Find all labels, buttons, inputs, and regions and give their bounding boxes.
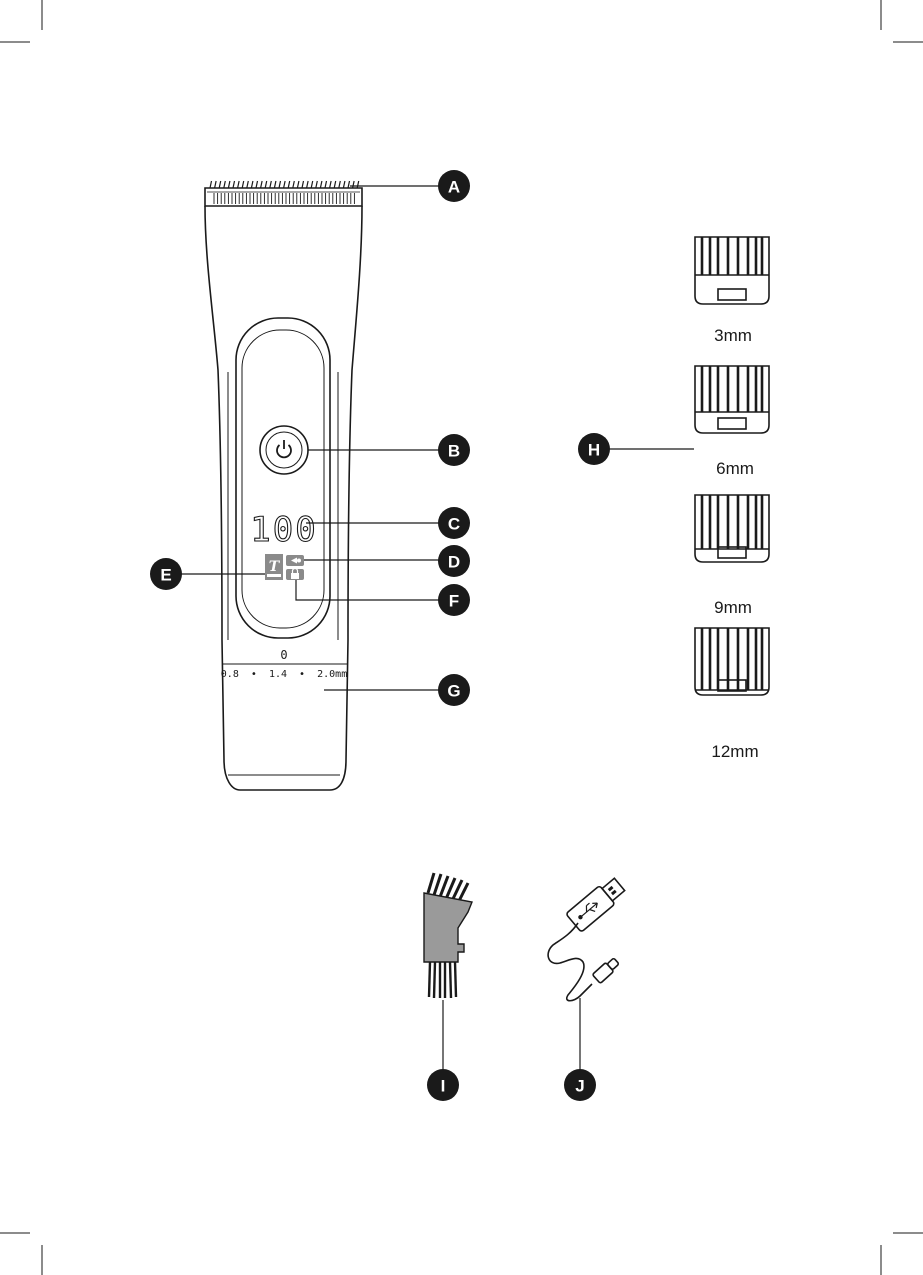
callout-d: D xyxy=(438,545,470,577)
svg-text:B: B xyxy=(448,442,460,461)
svg-text:D: D xyxy=(448,553,460,572)
comb-label-3mm: 3mm xyxy=(714,326,752,345)
length-scale: 0.8 • 1.4 • 2.0mm xyxy=(221,669,347,680)
comb-label-9mm: 9mm xyxy=(714,598,752,617)
svg-text:J: J xyxy=(575,1077,584,1096)
comb-9mm xyxy=(695,495,769,562)
svg-text:F: F xyxy=(449,592,459,611)
lock-icon xyxy=(286,569,304,581)
comb-label-12mm: 12mm xyxy=(711,742,758,761)
callout-i: I xyxy=(427,1069,459,1101)
callout-j: J xyxy=(564,1069,596,1101)
power-icon xyxy=(277,440,291,457)
usb-cable xyxy=(548,875,627,1001)
comb-6mm xyxy=(695,366,769,433)
comb-label-6mm: 6mm xyxy=(716,459,754,478)
speed-icon xyxy=(286,555,304,566)
svg-text:G: G xyxy=(447,682,460,701)
svg-text:E: E xyxy=(160,566,171,585)
battery-digits-display: 100 xyxy=(250,510,317,550)
callout-f: F xyxy=(438,584,470,616)
svg-text:T: T xyxy=(269,559,281,575)
callout-g: G xyxy=(438,674,470,706)
svg-text:A: A xyxy=(448,178,460,197)
trimmer-body xyxy=(205,181,362,790)
callout-b: B xyxy=(438,434,470,466)
callout-a: A xyxy=(438,170,470,202)
turbo-icon: T xyxy=(265,554,283,580)
comb-3mm xyxy=(695,237,769,304)
power-button[interactable] xyxy=(260,426,308,474)
dial-value: 0 xyxy=(280,648,287,662)
callout-c: C xyxy=(438,507,470,539)
blade-teeth xyxy=(207,181,360,204)
callout-e: E xyxy=(150,558,182,590)
callout-h: H xyxy=(578,433,610,465)
svg-text:H: H xyxy=(588,441,600,460)
cleaning-brush xyxy=(424,873,472,998)
svg-text:C: C xyxy=(448,515,460,534)
svg-text:I: I xyxy=(441,1077,446,1096)
comb-12mm xyxy=(695,628,769,695)
